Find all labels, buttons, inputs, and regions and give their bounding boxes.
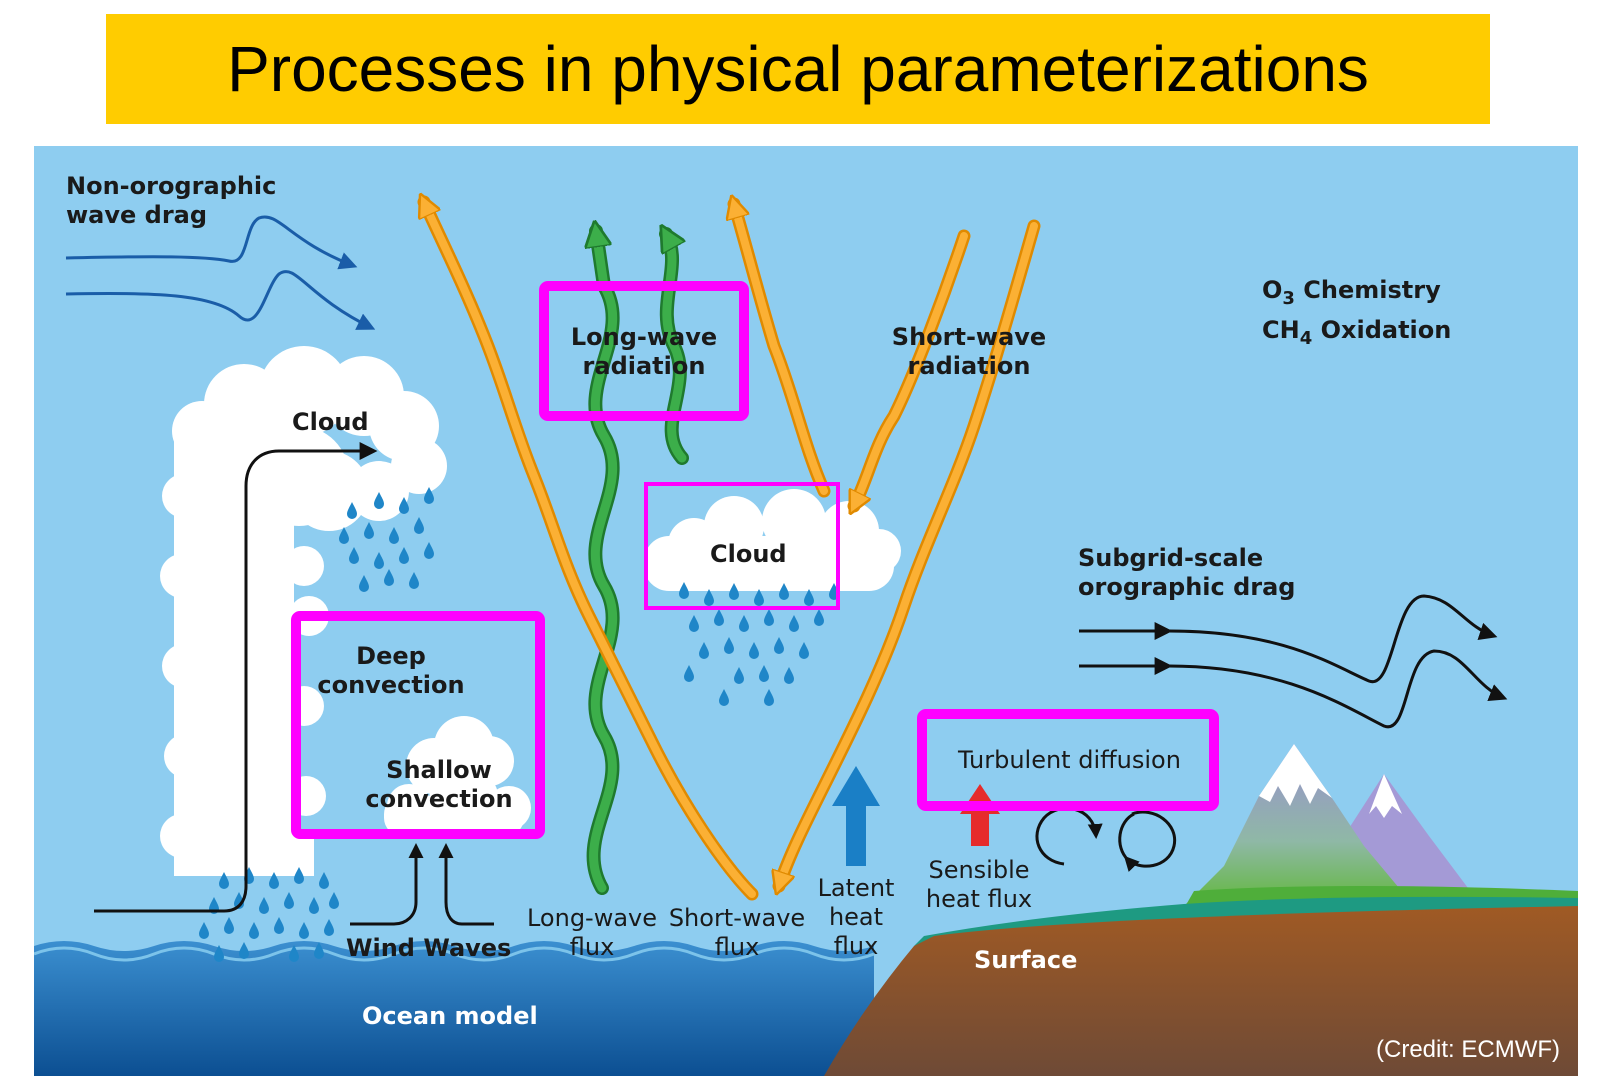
land-surface [824,906,1578,1076]
label-long-wave-flux: Long-wave flux [526,904,658,961]
shallow-convection-arrows [350,843,424,926]
page-title: Processes in physical parameterizations [227,33,1369,105]
label-deep-convection: Deep convection [317,642,465,699]
sensible-heat-arrow [960,784,1000,846]
label-cloud-center: Cloud [710,540,787,568]
turbulent-eddy-1 [1035,806,1103,866]
label-subgrid-drag: Subgrid-scale orographic drag [1078,544,1296,601]
label-ocean-model: Ocean model [362,1002,538,1030]
label-sensible-heat-flux: Sensible heat flux [925,856,1033,913]
turbulent-eddy-2 [1123,810,1177,872]
ocean-water [34,941,874,1076]
highlight-long-wave [539,281,749,421]
latent-heat-arrow [832,766,880,866]
label-latent-heat-flux: Latent heat flux [817,874,895,960]
label-o3-chemistry: O3 Chemistry [1262,276,1441,309]
highlight-cloud [644,482,840,610]
shallow-cloud [384,716,531,836]
convection-flow-arrow [94,442,378,913]
label-wind-waves: Wind Waves [346,934,512,962]
title-banner: Processes in physical parameterizations [106,14,1490,124]
label-surface: Surface [974,946,1078,974]
cumulonimbus-cloud [160,346,447,876]
label-shallow-convection: Shallow convection [365,756,513,813]
wave-drag-arrow-1 [65,215,358,270]
highlight-turbulent-diffusion [917,709,1219,811]
highlight-deep-convection [291,611,545,839]
diagram-artwork [34,146,1578,1076]
rain-center [679,582,839,706]
label-cloud-left: Cloud [292,408,369,436]
label-short-wave-radiation: Short-wave radiation [891,323,1047,380]
label-ch4-oxidation: CH4 Oxidation [1262,316,1452,349]
label-turbulent-diffusion: Turbulent diffusion [958,746,1181,774]
diagram-panel: Non-orographic wave drag Cloud Long-wave… [34,146,1578,1076]
label-non-orographic: Non-orographic wave drag [66,172,277,229]
label-short-wave-flux: Short-wave flux [668,904,806,961]
wave-drag-arrow-2 [65,270,376,330]
label-long-wave-radiation: Long-wave radiation [570,323,718,380]
mountain-main [1184,744,1414,906]
credit-text: (Credit: ECMWF) [1376,1036,1560,1063]
center-cloud [644,489,901,591]
